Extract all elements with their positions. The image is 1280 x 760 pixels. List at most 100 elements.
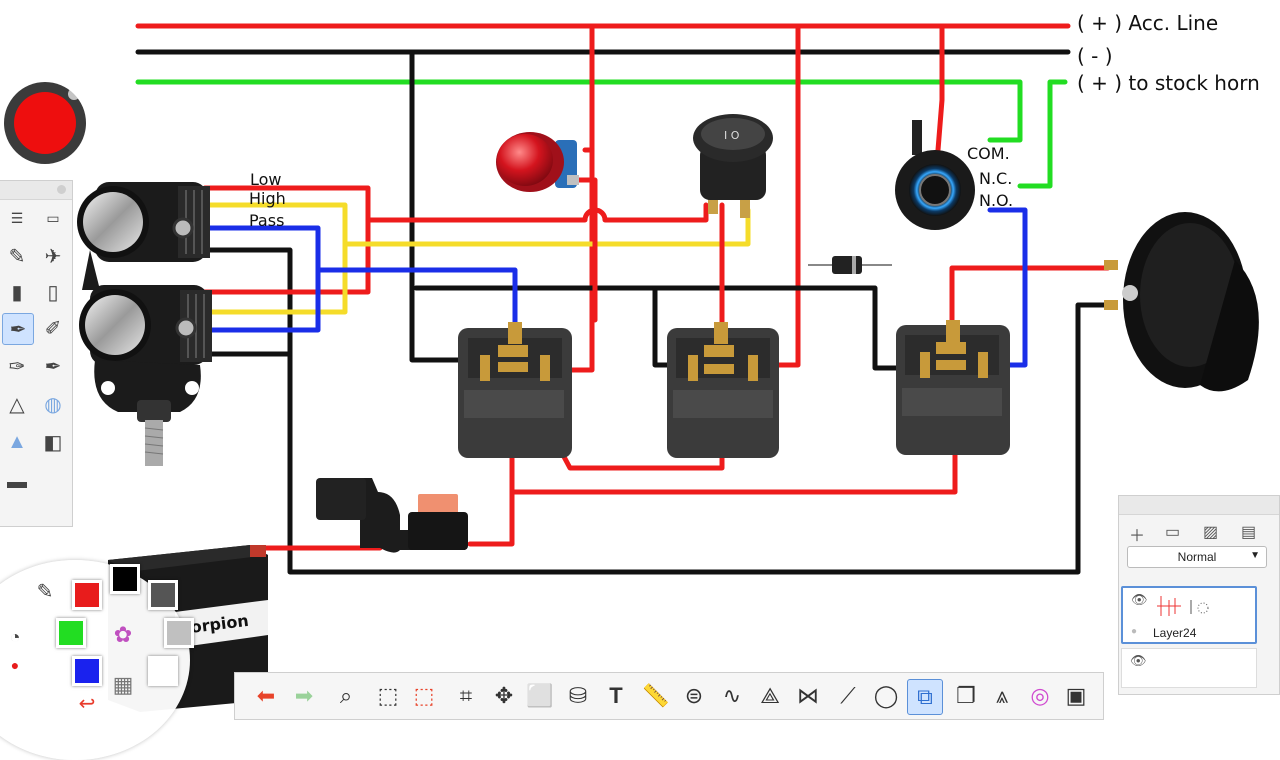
perspective-icon[interactable]: ⟁ xyxy=(760,683,780,708)
relay-3 xyxy=(896,320,1010,455)
triangle-icon[interactable]: ▲ xyxy=(7,430,27,453)
wiring-diagram: I O xyxy=(77,23,1259,712)
shape-icon[interactable]: ⧉ xyxy=(907,679,943,715)
ellipse-icon[interactable]: ◯ xyxy=(873,683,899,708)
label-no: N.O. xyxy=(979,191,1014,210)
red-relay3-horn xyxy=(949,265,1111,333)
blue-pass-2 xyxy=(315,267,518,333)
sliders-icon[interactable]: ☰ xyxy=(10,209,24,226)
ink-pen-icon[interactable]: ✑ xyxy=(8,355,26,378)
puck-dial-icon[interactable]: ◔ xyxy=(9,626,21,647)
red-low-2 xyxy=(365,202,709,223)
color-wheel-icon-toolbar[interactable]: ◎ xyxy=(1030,683,1050,708)
wires xyxy=(135,23,1115,575)
select-lasso-icon[interactable]: ⬚ xyxy=(413,683,435,708)
color-pen-icon[interactable]: ✎ xyxy=(36,580,54,603)
fuse-holder xyxy=(316,478,468,553)
label-high: High xyxy=(249,189,286,208)
water-drop-icon[interactable]: ◍ xyxy=(44,393,62,416)
label-ground: ( - ) xyxy=(1077,44,1113,68)
chevron-down-icon: ▼ xyxy=(1250,550,1260,561)
line-icon[interactable]: ⟋ xyxy=(840,683,856,708)
black-relay-row xyxy=(413,285,678,368)
swatch-red[interactable] xyxy=(72,580,102,610)
label-low: Low xyxy=(250,170,282,189)
swatch-white[interactable] xyxy=(148,656,178,686)
green-nc-wire xyxy=(1017,79,1068,189)
puck-dot-icon[interactable]: ● xyxy=(10,657,20,673)
relay-1 xyxy=(458,322,572,458)
swatch-lightgray[interactable] xyxy=(164,618,194,648)
grid-icon[interactable]: ▣ xyxy=(1065,683,1087,708)
swatch-green[interactable] xyxy=(56,618,86,648)
distort-icon[interactable]: ⬜ xyxy=(526,683,554,708)
image-layer-icon[interactable]: ▨ xyxy=(1203,524,1219,541)
record-notch xyxy=(68,88,80,100)
layer-name: Layer24 xyxy=(1153,626,1197,640)
record-icon xyxy=(14,92,76,154)
eye-icon-2[interactable]: 👁 xyxy=(1130,653,1147,668)
redo-icon[interactable]: ➡ xyxy=(294,683,314,708)
fountain-pen-icon[interactable]: ✒ xyxy=(2,313,34,345)
layers-panel-header xyxy=(1119,496,1279,515)
smudge-icon[interactable]: △ xyxy=(9,393,25,416)
led-light-upper xyxy=(77,182,210,290)
layer-visibility-dot[interactable]: ● xyxy=(1131,626,1138,637)
undo-icon[interactable]: ⬅ xyxy=(256,683,276,708)
fill-bucket-icon[interactable]: ◧ xyxy=(43,431,63,454)
brush-library-icon[interactable]: ⩓ xyxy=(995,683,1009,708)
select-rect-icon[interactable]: ⬚ xyxy=(377,683,399,708)
brush-toggle-icon[interactable]: ▭ xyxy=(46,209,60,226)
metal-push-switch xyxy=(895,120,975,230)
mirror-icon[interactable]: ⋈ xyxy=(797,683,819,708)
svg-text:I O: I O xyxy=(724,129,740,142)
transform-icon[interactable]: ✥ xyxy=(494,683,514,708)
red-acc-drop-2 xyxy=(767,23,801,368)
airbrush-icon[interactable]: ✈ xyxy=(44,245,62,268)
panel-close-icon[interactable] xyxy=(57,185,66,194)
layers-copy-icon[interactable]: ❐ xyxy=(956,683,976,708)
layer-row-selected[interactable]: 👁 ● Layer24 xyxy=(1121,586,1257,644)
swatch-gray[interactable] xyxy=(148,580,178,610)
transparent-swatch-icon[interactable]: ▦ xyxy=(112,672,134,697)
ruler-icon[interactable]: 📏 xyxy=(642,683,670,708)
color-wheel-icon[interactable]: ✿ xyxy=(113,622,133,647)
marker-icon[interactable]: ▮ xyxy=(11,281,23,304)
blend-mode-select[interactable]: Normal ▼ xyxy=(1127,546,1267,568)
rocker-switch: I O xyxy=(693,114,773,218)
crop-icon[interactable]: ⌗ xyxy=(459,683,473,708)
symmetry-icon[interactable]: ⊜ xyxy=(684,683,704,708)
add-layer-icon[interactable]: ＋ xyxy=(1129,528,1146,545)
green-horn-line xyxy=(135,79,1023,143)
layer-row[interactable]: 👁 xyxy=(1121,648,1257,688)
delete-layer-icon[interactable]: ▤ xyxy=(1241,524,1257,541)
pencil-icon[interactable]: ✎ xyxy=(8,245,26,268)
label-pass: Pass xyxy=(249,211,285,230)
red-acc-drop-1 xyxy=(557,23,595,373)
felt-pen-icon[interactable]: ▯ xyxy=(47,281,59,304)
red-low-1 xyxy=(202,185,371,295)
diode xyxy=(808,256,892,274)
layer-cylinder-icon[interactable]: ⛁ xyxy=(568,683,588,708)
relay-2 xyxy=(667,322,779,458)
blue-pass-1 xyxy=(202,225,321,333)
curve-icon[interactable]: ∿ xyxy=(722,683,742,708)
swatch-blue[interactable] xyxy=(72,656,102,686)
tool-panel-header xyxy=(0,181,72,200)
zoom-icon[interactable]: ⌕ xyxy=(339,683,353,708)
black-drop-1 xyxy=(409,49,465,363)
text-icon[interactable]: T xyxy=(609,683,623,708)
swap-colors-icon[interactable]: ↩ xyxy=(78,692,96,715)
folder-icon[interactable]: ▭ xyxy=(1165,524,1181,541)
black-relay-row-2 xyxy=(652,285,903,371)
calligraphy-icon[interactable]: ✐ xyxy=(44,317,62,340)
record-button[interactable] xyxy=(4,82,86,164)
color-puck-popup: ✎ ✿ ▦ ↩ ◔ ● xyxy=(0,560,194,760)
led-light-lower xyxy=(79,285,212,466)
swatch-black[interactable] xyxy=(110,564,140,594)
eye-icon[interactable]: 👁 xyxy=(1131,592,1148,607)
eraser-icon[interactable]: ▬ xyxy=(7,470,27,493)
pen-nib-icon[interactable]: ✒ xyxy=(44,355,62,378)
brush-tool-panel: ☰ ▭ ✎ ✈ ▮ ▯ ✒ ✐ ✑ ✒ △ ◍ ▲ ◧ ▬ xyxy=(0,180,73,527)
red-button-relay1 xyxy=(572,177,598,323)
